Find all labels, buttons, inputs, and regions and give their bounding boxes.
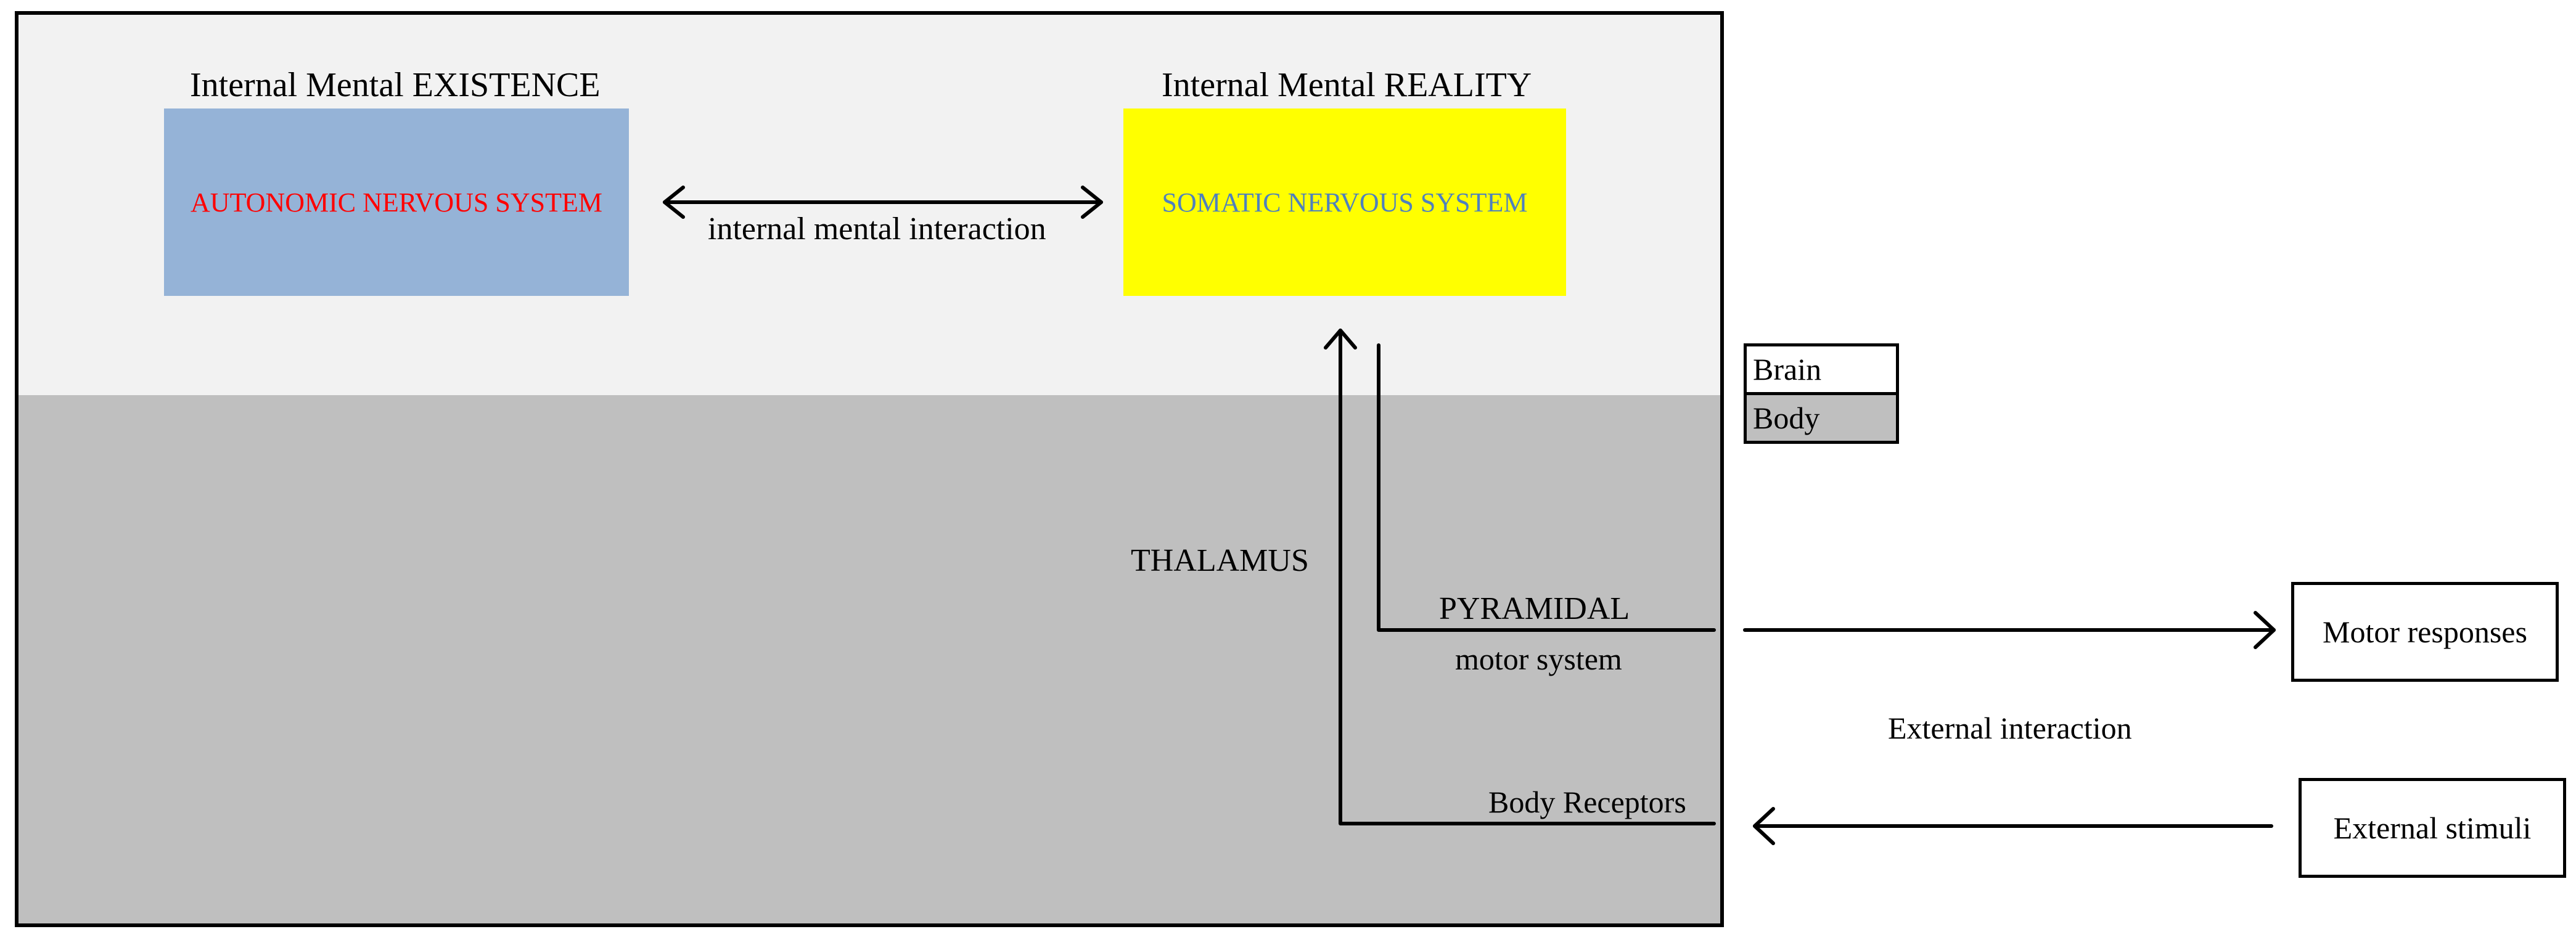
header-reality: Internal Mental REALITY: [1162, 66, 1532, 104]
legend-body: Body: [1747, 395, 1896, 441]
legend: Brain Body: [1744, 343, 1899, 444]
body-frame: [15, 11, 1724, 927]
motor-responses-box: Motor responses: [2291, 582, 2559, 682]
legend-brain: Brain: [1747, 346, 1896, 395]
body-receptors-label: Body Receptors: [1488, 785, 1686, 819]
somatic-nervous-system-box: SOMATIC NERVOUS SYSTEM: [1123, 108, 1566, 296]
internal-interaction-arrow: [663, 186, 1103, 219]
thalamus-label: THALAMUS: [1131, 543, 1309, 578]
motor-responses-arrow: [1743, 611, 2276, 649]
pyramidal-label: PYRAMIDAL: [1439, 591, 1630, 626]
motor-system-label: motor system: [1455, 642, 1622, 676]
autonomic-nervous-system-box: AUTONOMIC NERVOUS SYSTEM: [164, 108, 629, 296]
pyramidal-motor-path: [1377, 343, 1716, 632]
thalamus-afferent-arrow: [1324, 329, 1716, 825]
external-interaction-label: External interaction: [1888, 711, 2132, 745]
external-stimuli-arrow: [1753, 807, 2273, 845]
external-stimuli-box: External stimuli: [2299, 778, 2566, 878]
internal-interaction-label: internal mental interaction: [708, 211, 1046, 247]
header-existence: Internal Mental EXISTENCE: [190, 66, 601, 104]
body-region: [18, 395, 1720, 923]
autonomic-nervous-system-label: AUTONOMIC NERVOUS SYSTEM: [191, 187, 602, 218]
somatic-nervous-system-label: SOMATIC NERVOUS SYSTEM: [1162, 187, 1528, 218]
